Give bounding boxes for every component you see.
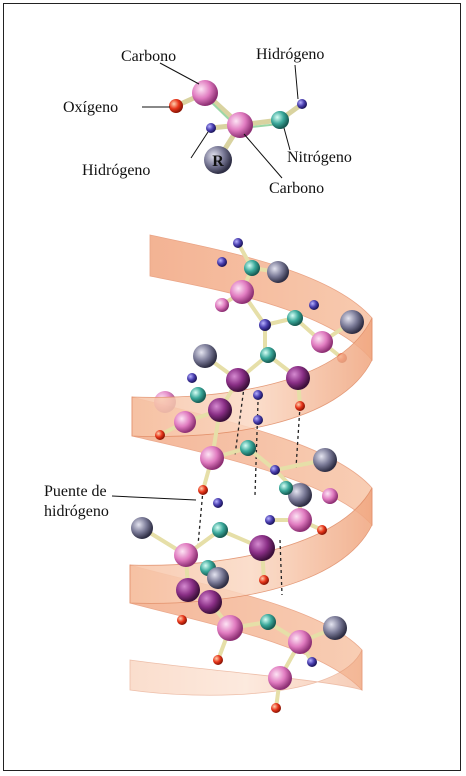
r-group-label: R	[212, 153, 224, 170]
carbon-atom-carbonyl	[192, 80, 218, 106]
hydrogen-atom-amine	[297, 99, 307, 109]
hydrogen-bond-leader-line	[111, 495, 197, 501]
label-puente-line2: hidrógeno	[44, 503, 109, 520]
label-puente-line1: Puente de	[44, 483, 107, 500]
label-hidrogeno-left: Hidrógeno	[82, 162, 150, 179]
hydrogen-atom-alpha	[206, 123, 216, 133]
label-nitrogeno: Nitrógeno	[287, 149, 352, 166]
amino-acid-molecule: R Carbono Hidrógeno Oxígeno Hidrógeno Ni…	[63, 46, 352, 197]
helix-atoms-front	[131, 344, 347, 713]
label-carbono-bottom: Carbono	[269, 180, 324, 197]
hydrogen-bond-callout: Puente de hidrógeno	[44, 483, 197, 520]
label-carbono-top: Carbono	[121, 48, 176, 65]
helix-ribbon-front	[129, 317, 373, 696]
oxygen-atom	[169, 99, 183, 113]
label-leader-lines	[142, 62, 299, 179]
hydrogen-bonds	[197, 379, 301, 596]
alpha-helix	[129, 234, 373, 713]
carbon-atom-alpha	[227, 112, 253, 138]
label-oxigeno: Oxígeno	[63, 99, 118, 116]
nitrogen-atom	[271, 111, 289, 129]
label-hidrogeno-top: Hidrógeno	[256, 46, 324, 63]
r-group-atom	[204, 146, 232, 174]
